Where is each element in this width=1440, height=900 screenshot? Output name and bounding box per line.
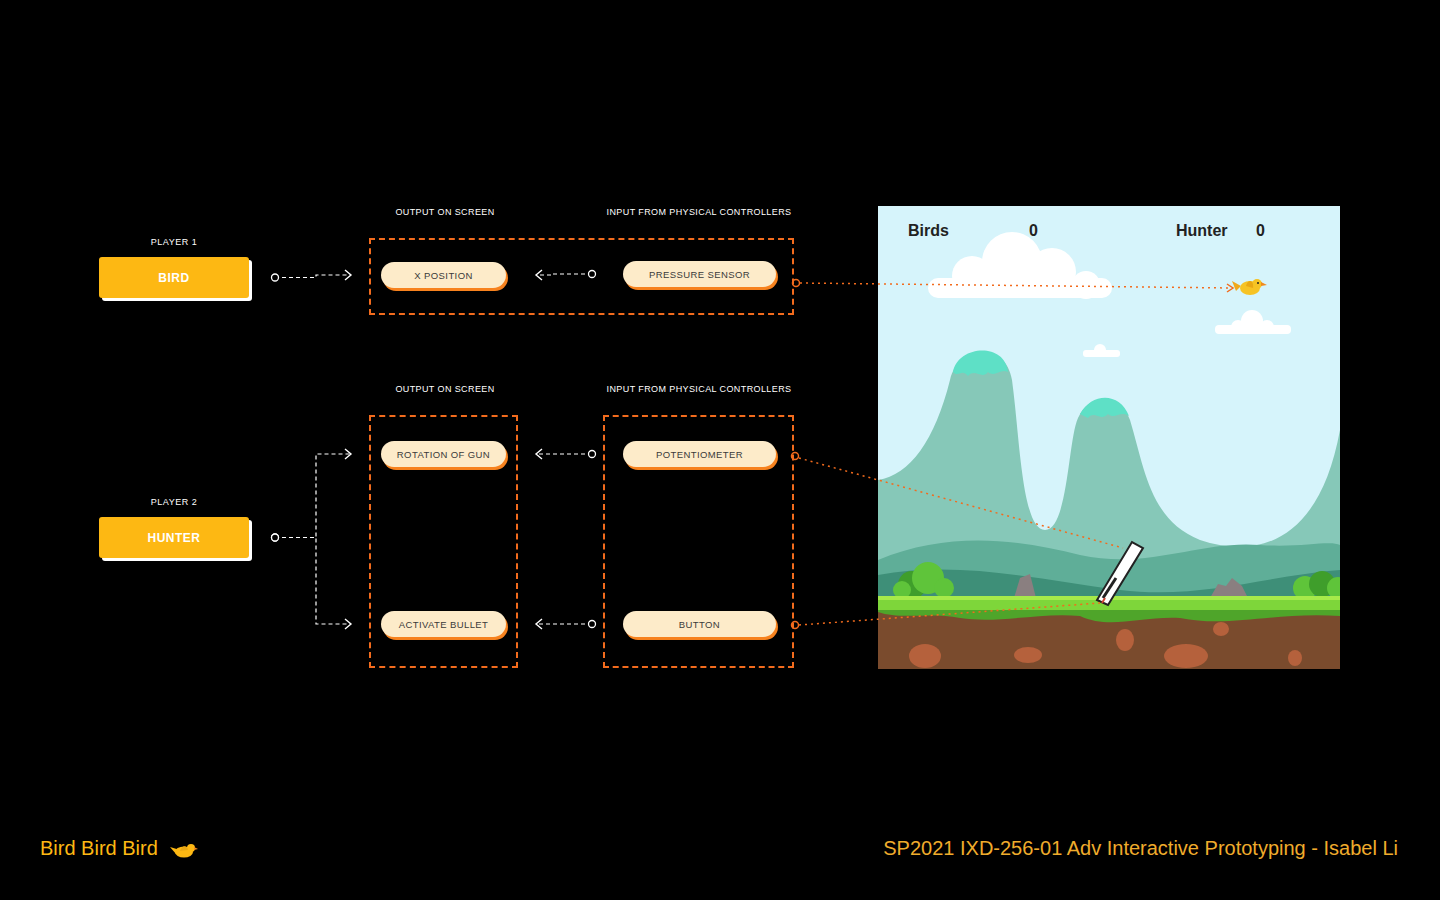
footer-title: Bird Bird Bird <box>40 837 158 860</box>
player-label: PLAYER 2 <box>79 497 269 507</box>
signal-connector <box>536 449 596 459</box>
player-name: BIRD <box>158 271 189 285</box>
group-frame: INPUT FROM PHYSICAL CONTROLLERSPOTENTIOM… <box>603 415 794 668</box>
score-name: Birds <box>908 222 949 240</box>
signal-connector <box>272 270 352 281</box>
signal-pill: POTENTIOMETER <box>623 441 776 467</box>
score-value: 0 <box>1256 222 1265 240</box>
player-label: PLAYER 1 <box>79 237 269 247</box>
group-frame: OUTPUT ON SCREENROTATION OF GUNACTIVATE … <box>369 415 518 668</box>
score-name: Hunter <box>1176 222 1228 240</box>
player-name: HUNTER <box>148 531 201 545</box>
signal-label: PRESSURE SENSOR <box>649 269 750 280</box>
signal-connector <box>536 619 596 629</box>
signal-pill: BUTTON <box>623 611 776 637</box>
clouds <box>928 232 1291 357</box>
signal-connector <box>536 270 596 280</box>
score-value: 0 <box>1029 222 1038 240</box>
signal-connector <box>272 534 352 629</box>
group-heading: OUTPUT ON SCREEN <box>395 384 494 394</box>
signal-pill: ROTATION OF GUN <box>381 441 506 467</box>
hills <box>878 541 1340 620</box>
signal-label: BUTTON <box>679 619 720 630</box>
mountains <box>878 352 1340 620</box>
signal-label: POTENTIOMETER <box>656 449 743 460</box>
dirt-spots <box>909 622 1302 668</box>
game-screen: Birds 0 Hunter 0 <box>878 206 1340 669</box>
footer-credit: SP2021 IXD-256-01 Adv Interactive Protot… <box>883 837 1398 860</box>
snow-cap <box>953 351 1008 376</box>
gun <box>1097 542 1143 605</box>
game-scene <box>878 206 1340 669</box>
signal-pill: PRESSURE SENSOR <box>623 261 776 287</box>
signal-label: ACTIVATE BULLET <box>399 619 489 630</box>
ground <box>878 610 1340 669</box>
group-frame: OUTPUT ON SCREENINPUT FROM PHYSICAL CONT… <box>369 238 794 315</box>
grass-edge <box>878 610 1340 622</box>
group-heading: OUTPUT ON SCREEN <box>395 207 494 217</box>
player-box: PLAYER 1BIRD <box>99 257 249 298</box>
leader-lines <box>792 280 1234 629</box>
sky <box>878 206 1340 669</box>
signal-connector <box>272 449 352 541</box>
group-heading: INPUT FROM PHYSICAL CONTROLLERS <box>607 384 792 394</box>
bird <box>1232 279 1267 295</box>
snow-cap <box>1080 398 1129 418</box>
group-heading: INPUT FROM PHYSICAL CONTROLLERS <box>607 207 792 217</box>
signal-label: X POSITION <box>414 270 472 281</box>
signal-pill: X POSITION <box>381 262 506 288</box>
rocks <box>1014 574 1248 598</box>
bird-icon <box>168 841 198 861</box>
signal-label: ROTATION OF GUN <box>397 449 490 460</box>
signal-pill: ACTIVATE BULLET <box>381 611 506 637</box>
player-box: PLAYER 2HUNTER <box>99 517 249 558</box>
